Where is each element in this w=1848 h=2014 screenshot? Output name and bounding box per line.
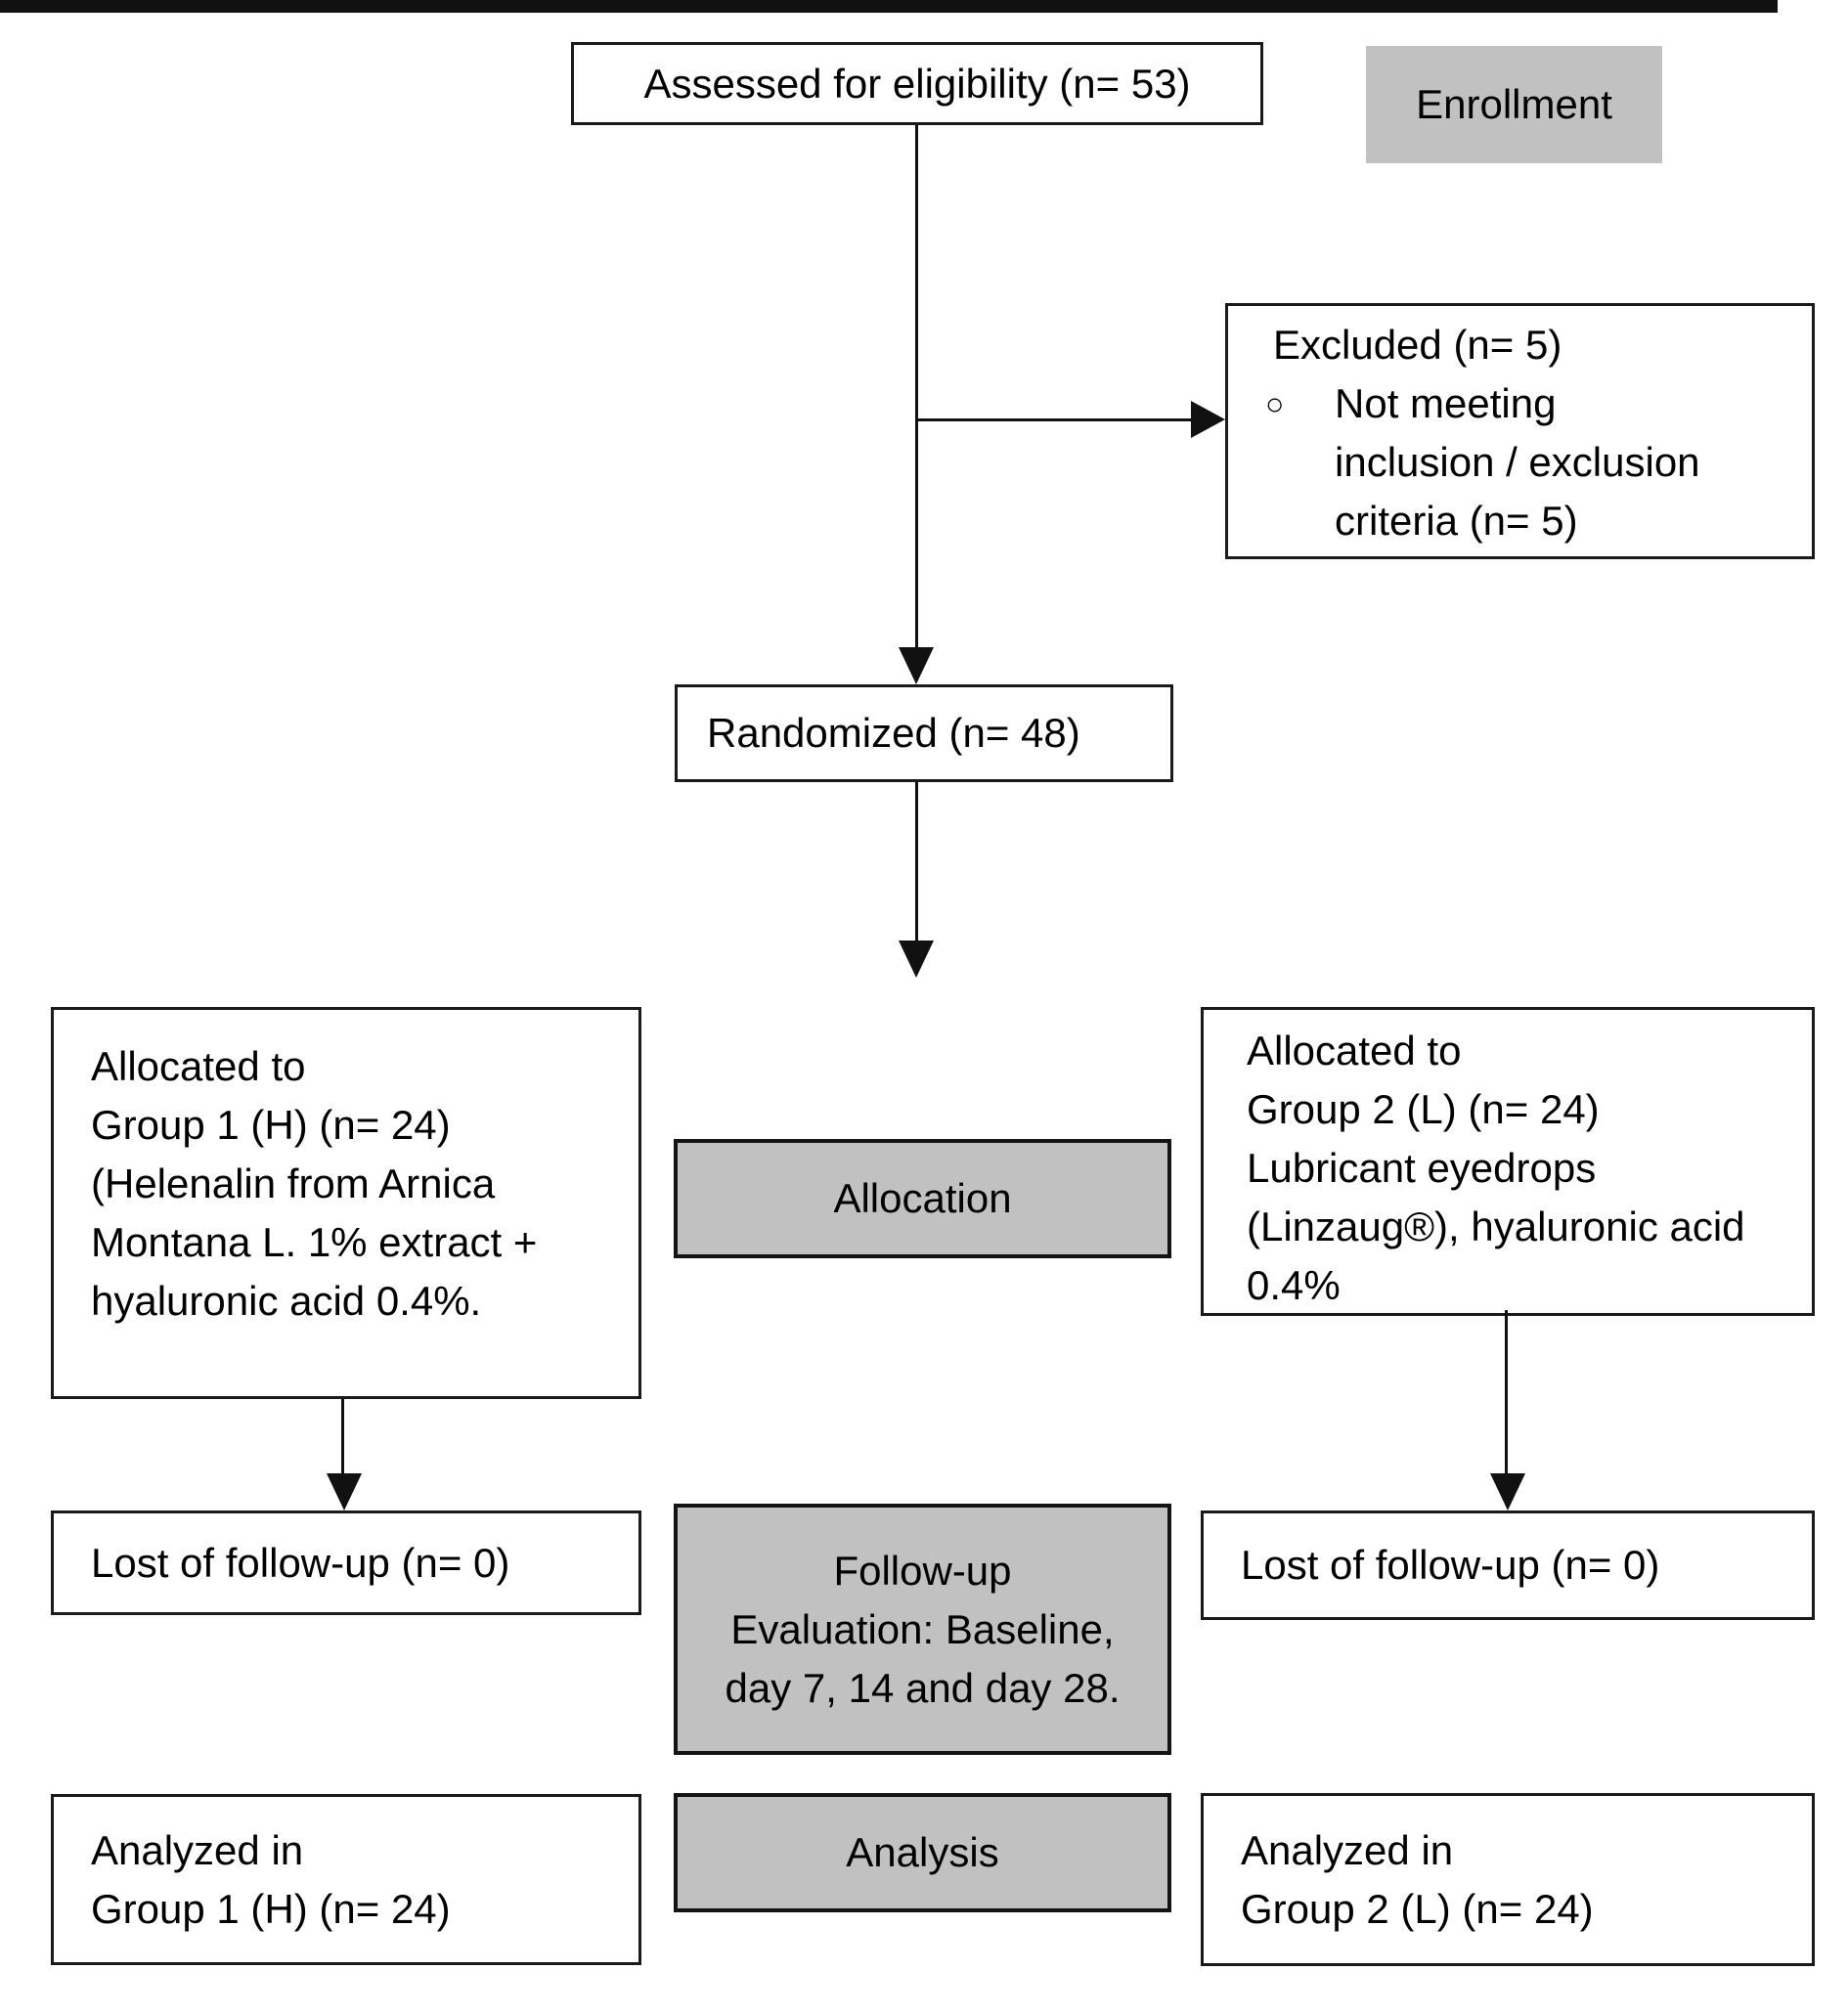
connector-randomized-to-divider	[915, 782, 918, 941]
excluded-bullet-item: ○ Not meeting inclusion / exclusion crit…	[1228, 374, 1798, 550]
enrollment-stage-label: Enrollment	[1366, 46, 1662, 163]
excluded-title: Excluded (n= 5)	[1273, 322, 1562, 368]
allocated-group1-box: Allocated to Group 1 (H) (n= 24) (Helena…	[51, 1007, 641, 1399]
assessed-eligibility-label: Assessed for eligibility (n= 53)	[643, 60, 1191, 107]
analyzed-group1-text: Analyzed in Group 1 (H) (n= 24)	[91, 1826, 451, 1932]
allocation-stage-text: Allocation	[833, 1175, 1012, 1221]
excluded-box: Excluded (n= 5) ○ Not meeting inclusion …	[1225, 303, 1815, 559]
lost-followup-group2-box: Lost of follow-up (n= 0)	[1201, 1510, 1815, 1620]
analysis-stage-text: Analysis	[846, 1829, 999, 1875]
enrollment-stage-text: Enrollment	[1416, 81, 1612, 127]
allocated-group2-box: Allocated to Group 2 (L) (n= 24) Lubrica…	[1201, 1007, 1815, 1316]
connector-branch-to-excluded	[915, 418, 1191, 421]
arrowhead-into-randomized-icon	[899, 647, 934, 684]
randomized-label: Randomized (n= 48)	[707, 710, 1080, 756]
arrowhead-into-divider-icon	[899, 941, 934, 978]
analyzed-group2-text: Analyzed in Group 2 (L) (n= 24)	[1241, 1826, 1594, 1932]
allocated-group1-text: Allocated to Group 1 (H) (n= 24) (Helena…	[91, 1043, 538, 1324]
assessed-eligibility-box: Assessed for eligibility (n= 53)	[571, 42, 1263, 125]
lost-followup-group1-text: Lost of follow-up (n= 0)	[91, 1539, 510, 1586]
connector-assessed-to-randomized	[915, 125, 918, 650]
section-divider-bar	[0, 0, 1778, 13]
circle-bullet-icon: ○	[1265, 386, 1285, 421]
arrowhead-into-lost-group2-icon	[1490, 1473, 1525, 1510]
followup-stage-text: Follow-up Evaluation: Baseline, day 7, 1…	[725, 1547, 1121, 1711]
arrowhead-into-excluded-icon	[1191, 401, 1225, 438]
randomized-box: Randomized (n= 48)	[675, 684, 1173, 782]
analyzed-group1-box: Analyzed in Group 1 (H) (n= 24)	[51, 1794, 641, 1965]
allocated-group2-text: Allocated to Group 2 (L) (n= 24) Lubrica…	[1247, 1028, 1745, 1308]
lost-followup-group1-box: Lost of follow-up (n= 0)	[51, 1510, 641, 1615]
connector-group1-to-lost	[341, 1399, 344, 1473]
followup-stage-label: Follow-up Evaluation: Baseline, day 7, 1…	[674, 1504, 1171, 1755]
lost-followup-group2-text: Lost of follow-up (n= 0)	[1241, 1542, 1660, 1588]
arrowhead-into-lost-group1-icon	[327, 1473, 362, 1510]
allocation-stage-label: Allocation	[674, 1139, 1171, 1258]
excluded-bullet-text: Not meeting inclusion / exclusion criter…	[1335, 380, 1700, 544]
analysis-stage-label: Analysis	[674, 1793, 1171, 1912]
analyzed-group2-box: Analyzed in Group 2 (L) (n= 24)	[1201, 1793, 1815, 1966]
connector-group2-to-lost	[1505, 1310, 1508, 1473]
